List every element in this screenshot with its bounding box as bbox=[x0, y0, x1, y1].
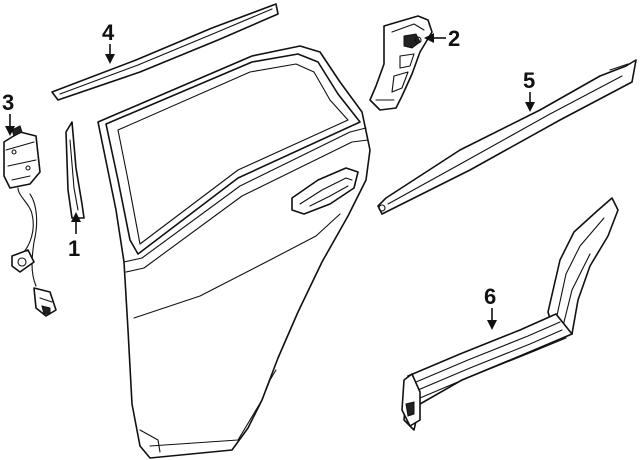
svg-text:6: 6 bbox=[484, 284, 496, 309]
rear-door-shell bbox=[97, 45, 371, 459]
callout-5: 5 bbox=[523, 68, 535, 112]
part-3-sensor-module bbox=[3, 125, 57, 317]
callout-3: 3 bbox=[2, 90, 15, 136]
svg-text:5: 5 bbox=[523, 68, 535, 93]
callout-1: 1 bbox=[68, 212, 81, 261]
door-handle bbox=[291, 167, 359, 215]
callout-6: 6 bbox=[484, 284, 497, 330]
part-2-quarter-garnish bbox=[369, 15, 433, 111]
part-1-pillar-applique bbox=[65, 121, 85, 219]
svg-text:2: 2 bbox=[448, 26, 460, 51]
part-6-side-moulding bbox=[401, 197, 619, 431]
callout-2: 2 bbox=[424, 26, 460, 51]
svg-text:1: 1 bbox=[68, 236, 80, 261]
part-4-upper-moulding bbox=[51, 3, 279, 101]
part-5-belt-weatherstrip bbox=[377, 59, 637, 215]
svg-text:3: 3 bbox=[2, 90, 14, 115]
svg-text:4: 4 bbox=[102, 20, 115, 45]
callout-4: 4 bbox=[102, 20, 115, 64]
